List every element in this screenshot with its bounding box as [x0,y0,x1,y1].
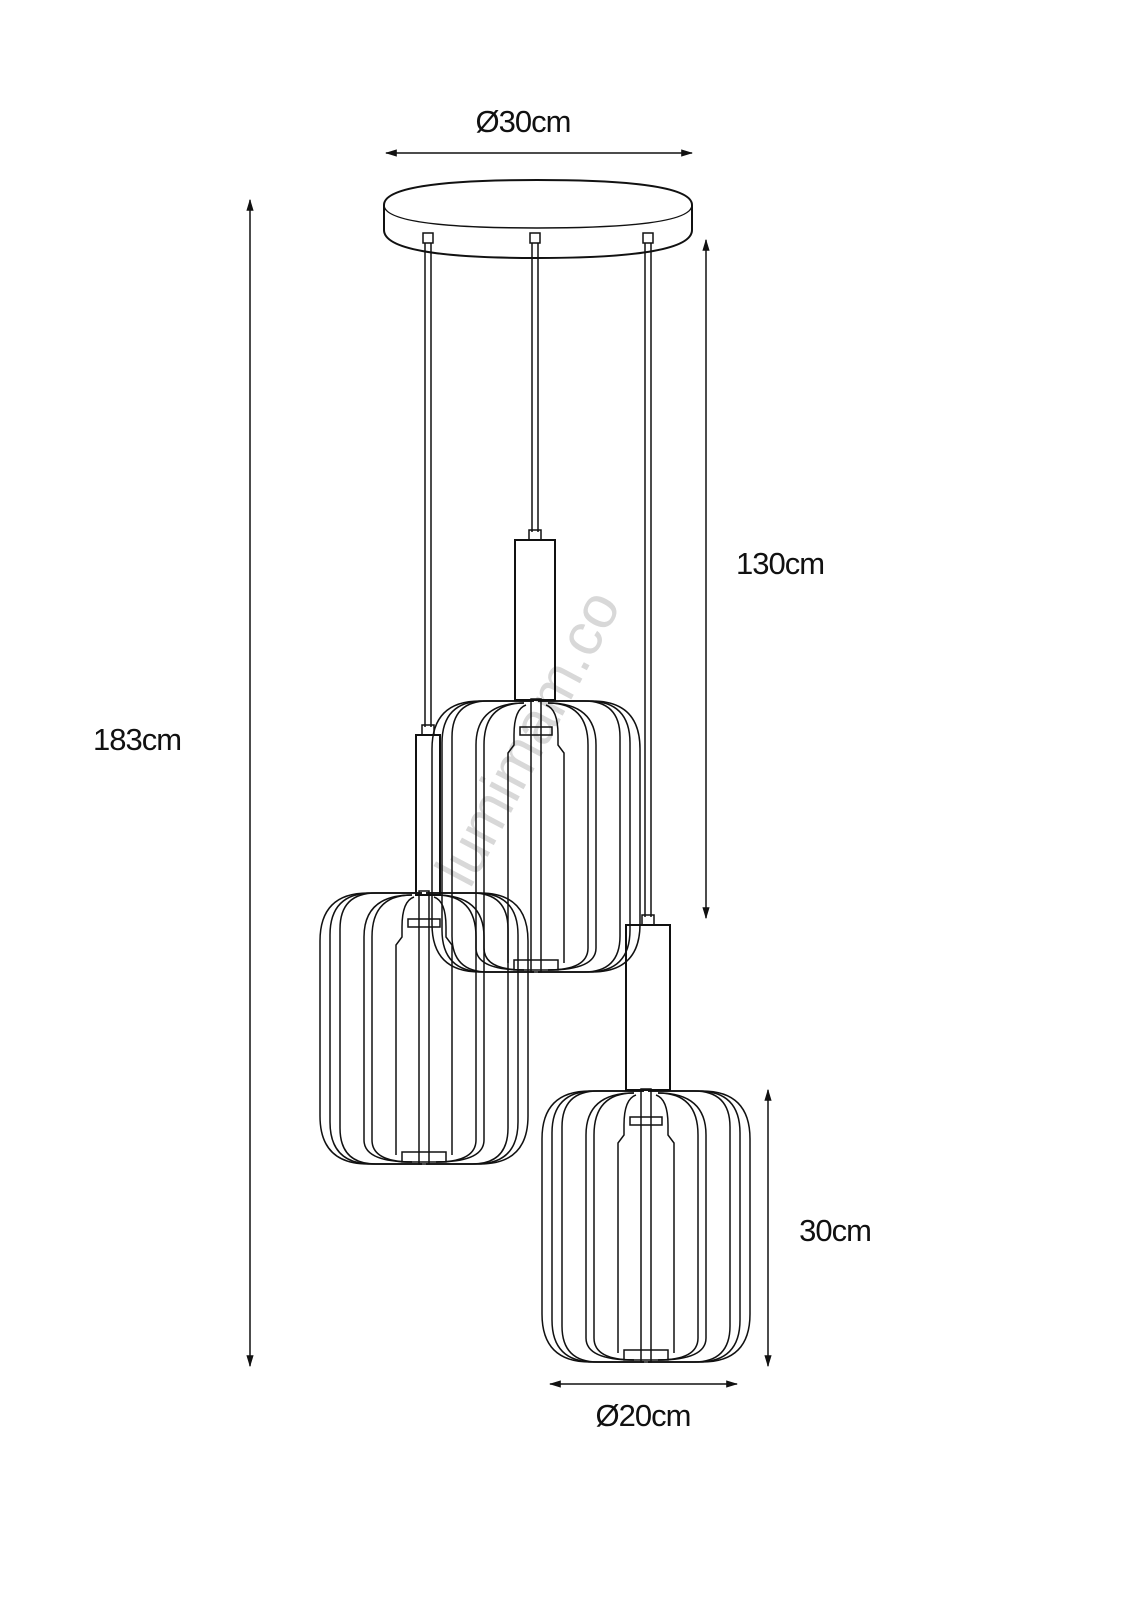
cable-anchor [529,232,541,244]
shade-inner-slat [657,1092,699,1361]
ceiling-canopy [383,178,693,260]
center-rod [418,890,430,1165]
shade-slat-left [551,1090,644,1363]
bottom-clamp [513,959,559,971]
shade-inner-slat [547,702,589,971]
shade-height-label: 30cm [799,1213,871,1248]
cable-anchor [642,232,654,244]
shade-slat-left [339,892,422,1165]
shade-slat-left [329,892,422,1165]
shade-slat-left [541,1090,644,1363]
shade-diameter-label: Ø20cm [596,1398,691,1433]
shade-inner-slat [371,894,413,1163]
lamp-shades [319,698,751,1363]
canopy-diameter-label: Ø30cm [476,104,571,139]
shade-slat-left [441,700,534,973]
shade-center-profile [395,896,415,1155]
shade-inner-slat [657,1092,707,1361]
cable-anchor [422,232,434,244]
shade-inner-slat [483,702,525,971]
shade-slat-left [319,892,422,1165]
center-rod [530,698,542,973]
bottom-clamp [623,1349,669,1361]
shade-center-profile [507,704,527,963]
lamp-shade [541,1088,751,1363]
shade-center-profile [617,1094,637,1353]
shade-inner-slat [363,894,413,1163]
shade-slat-right [426,892,519,1165]
shade-slat-right [648,1090,741,1363]
shade-slat-right [426,892,529,1165]
center-rod [640,1088,652,1363]
shade-slat-right [426,892,509,1165]
shade-slat-right [648,1090,751,1363]
shade-inner-slat [435,894,485,1163]
shade-center-profile [433,896,453,1155]
watermark: lumimam.co [422,579,633,896]
lamp-holder-tube [625,924,671,1091]
cable-grip [641,914,655,926]
shade-center-profile [545,704,565,963]
bottom-clamp [401,1151,447,1163]
cable-length-label: 130cm [736,546,824,581]
shade-inner-slat [585,1092,635,1361]
shade-slat-right [538,700,641,973]
lamp-shade [431,698,641,973]
lamp-holder-tube [514,539,556,701]
shade-slat-left [451,700,534,973]
shade-slat-left [431,700,534,973]
shade-slat-left [561,1090,644,1363]
shade-inner-slat [475,702,525,971]
shade-inner-slat [435,894,477,1163]
lamp-holder-tube [415,734,441,896]
lamp-shade [319,890,529,1165]
shade-slat-right [538,700,631,973]
top-clamp [629,1116,663,1126]
shade-inner-slat [547,702,597,971]
cable-grip [421,724,435,736]
shade-slat-right [648,1090,731,1363]
top-clamp [519,726,553,736]
shade-inner-slat [593,1092,635,1361]
top-clamp [407,918,441,928]
suspension-cables [415,232,671,1091]
cable-grip [528,529,542,541]
shade-slat-right [538,700,621,973]
total-height-label: 183cm [93,722,181,757]
shade-center-profile [655,1094,675,1353]
